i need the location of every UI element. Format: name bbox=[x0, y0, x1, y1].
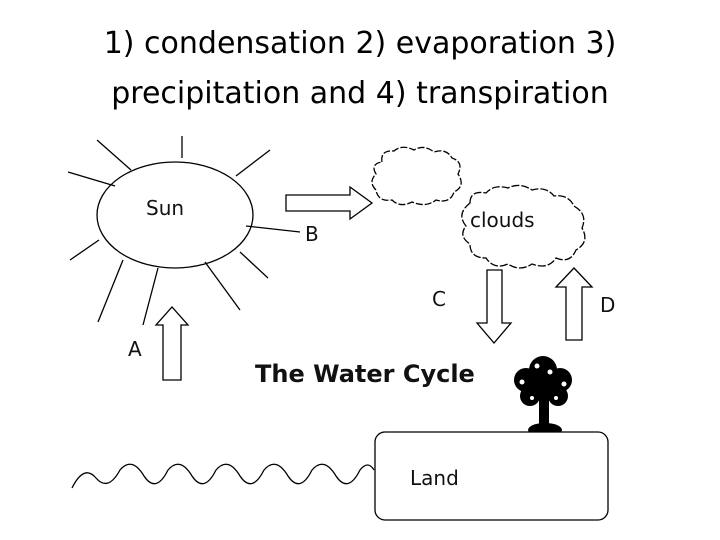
sun-icon bbox=[68, 136, 300, 325]
arrow-c-icon bbox=[477, 270, 511, 343]
arrow-b-label: B bbox=[305, 222, 319, 246]
sun-label: Sun bbox=[146, 196, 184, 220]
arrow-a-label: A bbox=[128, 337, 142, 361]
water-cycle-title: The Water Cycle bbox=[255, 360, 475, 388]
arrow-d-label: D bbox=[600, 293, 615, 317]
arrow-b-icon bbox=[286, 187, 372, 219]
land-label: Land bbox=[410, 466, 459, 490]
arrow-a-icon bbox=[156, 307, 188, 380]
wave-icon bbox=[72, 464, 374, 488]
tree-icon bbox=[514, 356, 572, 437]
arrow-c-label: C bbox=[432, 287, 446, 311]
arrow-d-icon bbox=[556, 268, 592, 340]
cloud-icon bbox=[372, 147, 461, 204]
clouds-label: clouds bbox=[470, 208, 535, 232]
